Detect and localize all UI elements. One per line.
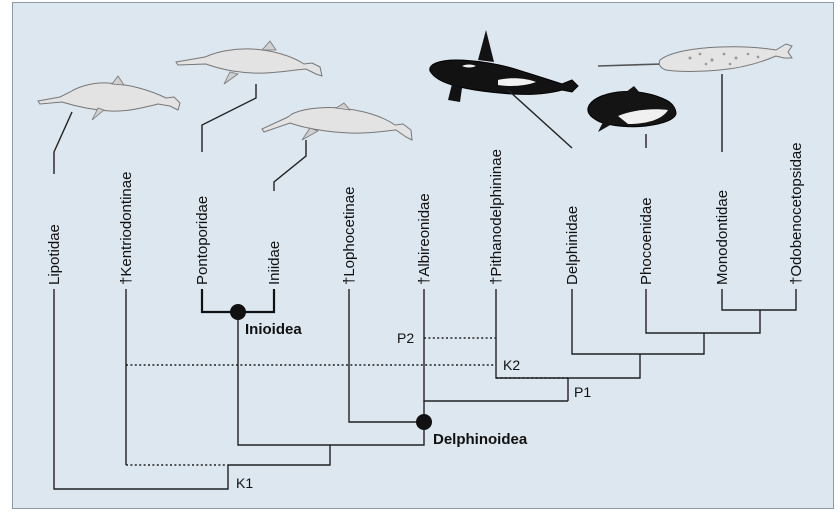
taxon-pontoporidae: Pontoporidae	[194, 196, 211, 285]
taxon-lophocetinae: †Lophocetinae	[341, 187, 358, 285]
inioidea-label: Inioidea	[245, 321, 302, 338]
taxon-lipotidae: Lipotidae	[46, 224, 63, 285]
taxon-albireonidae: †Albireonidae	[416, 193, 433, 285]
narwhal-icon	[598, 44, 792, 72]
tree-branches	[54, 289, 796, 489]
taxon-iniidae: Iniidae	[266, 241, 283, 285]
taxon-delphinidae: Delphinidae	[564, 206, 581, 285]
delphinoidea-label: Delphinoidea	[433, 431, 528, 448]
taxon-kentriodontinae: †Kentriodontinae	[118, 172, 135, 285]
river-dolphin-lipotes-icon	[38, 76, 180, 120]
k2-label: K2	[503, 357, 520, 373]
river-dolphin-pontoporia-icon	[176, 41, 322, 84]
river-dolphin-inia-icon	[262, 103, 412, 140]
taxon-phocoenidae: Phocoenidae	[638, 197, 655, 285]
orca-icon	[430, 30, 578, 102]
k1-label: K1	[236, 475, 253, 491]
taxon-labels: Lipotidae †Kentriodontinae Pontoporidae …	[46, 142, 805, 285]
taxon-pithanodelphininae: †Pithanodelphininae	[488, 149, 505, 285]
p1-label: P1	[574, 384, 591, 400]
p2-label: P2	[397, 330, 414, 346]
taxon-odobenocetopsidae: †Odobenocetopsidae	[788, 142, 805, 285]
delphinoidea-node-dot	[416, 414, 432, 430]
inioidea-node-dot	[230, 304, 246, 320]
porpoise-icon	[588, 86, 676, 132]
taxon-monodontidae: Monodontidae	[714, 190, 731, 285]
